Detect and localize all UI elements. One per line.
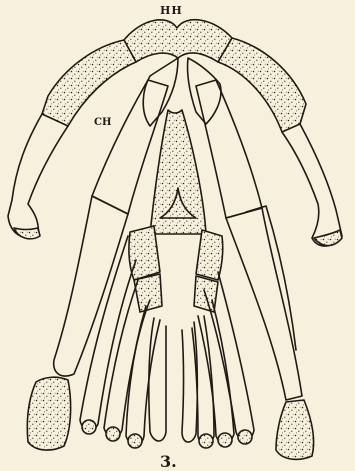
inner-rib-right-2 [198, 300, 234, 443]
central-keel [150, 110, 206, 234]
outer-rib-tip-left [27, 377, 70, 450]
outer-rib-right [226, 208, 302, 400]
inner-rib-left-4 [149, 318, 166, 441]
inner-rib-left-3 [126, 306, 160, 445]
hypohyal-cartilage [124, 20, 232, 62]
label-hypohyal: HH [160, 4, 183, 17]
inner-rib-base-left-1 [129, 226, 160, 280]
horn-tip-right [314, 230, 342, 246]
figure-number: 3. [160, 452, 177, 471]
central-arm-right [187, 58, 220, 124]
horn-tip-left [14, 228, 40, 239]
inner-rib-right-4 [182, 322, 197, 442]
inner-rib-tip-left-2 [106, 427, 120, 441]
inner-rib-tip-right-3 [199, 434, 213, 448]
horn-left [8, 114, 68, 238]
inner-rib-tip-left-3 [128, 434, 142, 448]
inner-rib-tip-right-2 [218, 433, 232, 447]
inner-rib-tip-right-1 [238, 430, 252, 444]
basibranchial-plate-right [196, 80, 262, 218]
outer-rib-left [54, 196, 128, 376]
label-ceratohyal: CH [94, 117, 111, 128]
ceratohyal-left [42, 40, 136, 126]
horn-right [282, 124, 342, 246]
inner-rib-tip-left-1 [82, 420, 96, 434]
outer-rib-tip-right [276, 400, 314, 459]
